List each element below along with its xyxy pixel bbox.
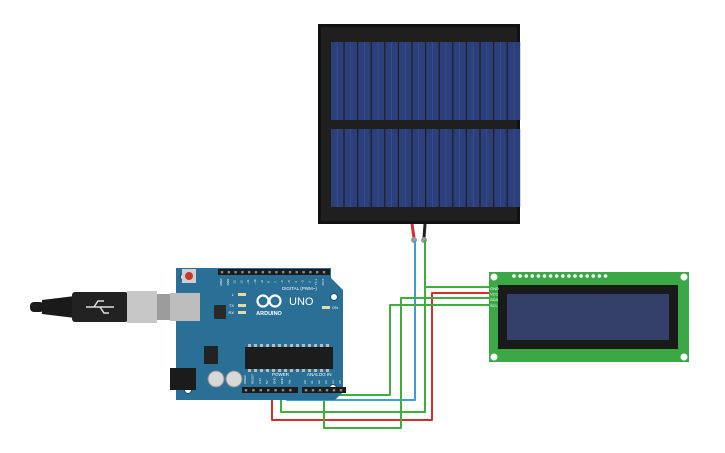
lcd-screen xyxy=(507,294,669,340)
barrel-jack xyxy=(170,368,196,390)
digital-pin-label: 2 xyxy=(307,281,311,283)
usb-icon xyxy=(86,300,114,314)
digital-pin-label: ~3 xyxy=(301,280,305,284)
arduino-logo-icon xyxy=(256,294,282,308)
analog-pin-label: A4 xyxy=(331,380,335,384)
digital-pin-label: ~5 xyxy=(287,280,291,284)
digital-pin-label: 4 xyxy=(294,281,298,283)
power-pin-label: 5V xyxy=(265,380,269,384)
usb-port xyxy=(170,293,200,321)
lcd-pin-label: GND xyxy=(490,286,499,291)
power-pin-label: 3.3V xyxy=(258,378,262,384)
digital-pin-label: RX 0 xyxy=(321,278,325,285)
digital-pin-label: 13 xyxy=(233,280,237,284)
analog-header-label: ANALOG IN xyxy=(307,372,332,377)
power-pin-label: IOREF xyxy=(243,375,247,384)
digital-pin-label: ~11 xyxy=(246,279,250,284)
digital-pin-label: 7 xyxy=(273,281,277,283)
analog-pin-label: A3 xyxy=(324,380,328,384)
power-header-label: POWER xyxy=(272,372,290,377)
analog-pin-label: A5 xyxy=(338,380,342,384)
wire-sda xyxy=(323,297,495,429)
atmega-chip xyxy=(245,347,333,369)
analog-pin-label: A2 xyxy=(317,380,321,384)
digital-header[interactable] xyxy=(218,269,330,275)
usb-cable[interactable] xyxy=(30,291,185,323)
digital-pin-label: ~6 xyxy=(280,280,284,284)
model-label: UNO xyxy=(289,296,314,308)
led-label-tx: TX xyxy=(229,303,234,308)
digital-header-label: DIGITAL (PWM~) xyxy=(282,286,317,291)
digital-pin-label: GND xyxy=(226,278,230,286)
led-label-on: ON xyxy=(332,305,338,310)
analog-pin-label: A1 xyxy=(310,380,314,384)
brand-label: ARDUINO xyxy=(256,311,282,317)
analog-header[interactable] xyxy=(302,387,346,393)
lcd-pin-label: SDA xyxy=(490,297,499,302)
digital-pin-label: ~10 xyxy=(253,279,257,284)
digital-pin-label: 12 xyxy=(239,280,243,284)
power-pin-label: Vin xyxy=(287,379,291,384)
digital-pin-label: AREF xyxy=(219,278,223,286)
power-pin-label: GND xyxy=(280,377,284,385)
lcd-pin-label: SCL xyxy=(490,303,499,308)
digital-pin-label: ~9 xyxy=(260,280,264,284)
wire-5v xyxy=(271,292,495,421)
solar-panel[interactable] xyxy=(318,24,521,224)
power-header[interactable] xyxy=(242,387,298,393)
led-label-l: L xyxy=(232,292,235,297)
solar-cell-array xyxy=(331,42,521,207)
power-pin-label: RESET xyxy=(250,374,254,384)
wire-gnd xyxy=(280,240,495,413)
lcd-pin-label: VCC xyxy=(490,292,499,297)
analog-pin-label: A0 xyxy=(303,380,307,384)
digital-pin-label: TX 1 xyxy=(314,279,318,286)
digital-pin-label: 8 xyxy=(267,281,271,283)
led-label-rx: RX xyxy=(228,310,234,315)
power-pin-label: GND xyxy=(273,377,277,385)
